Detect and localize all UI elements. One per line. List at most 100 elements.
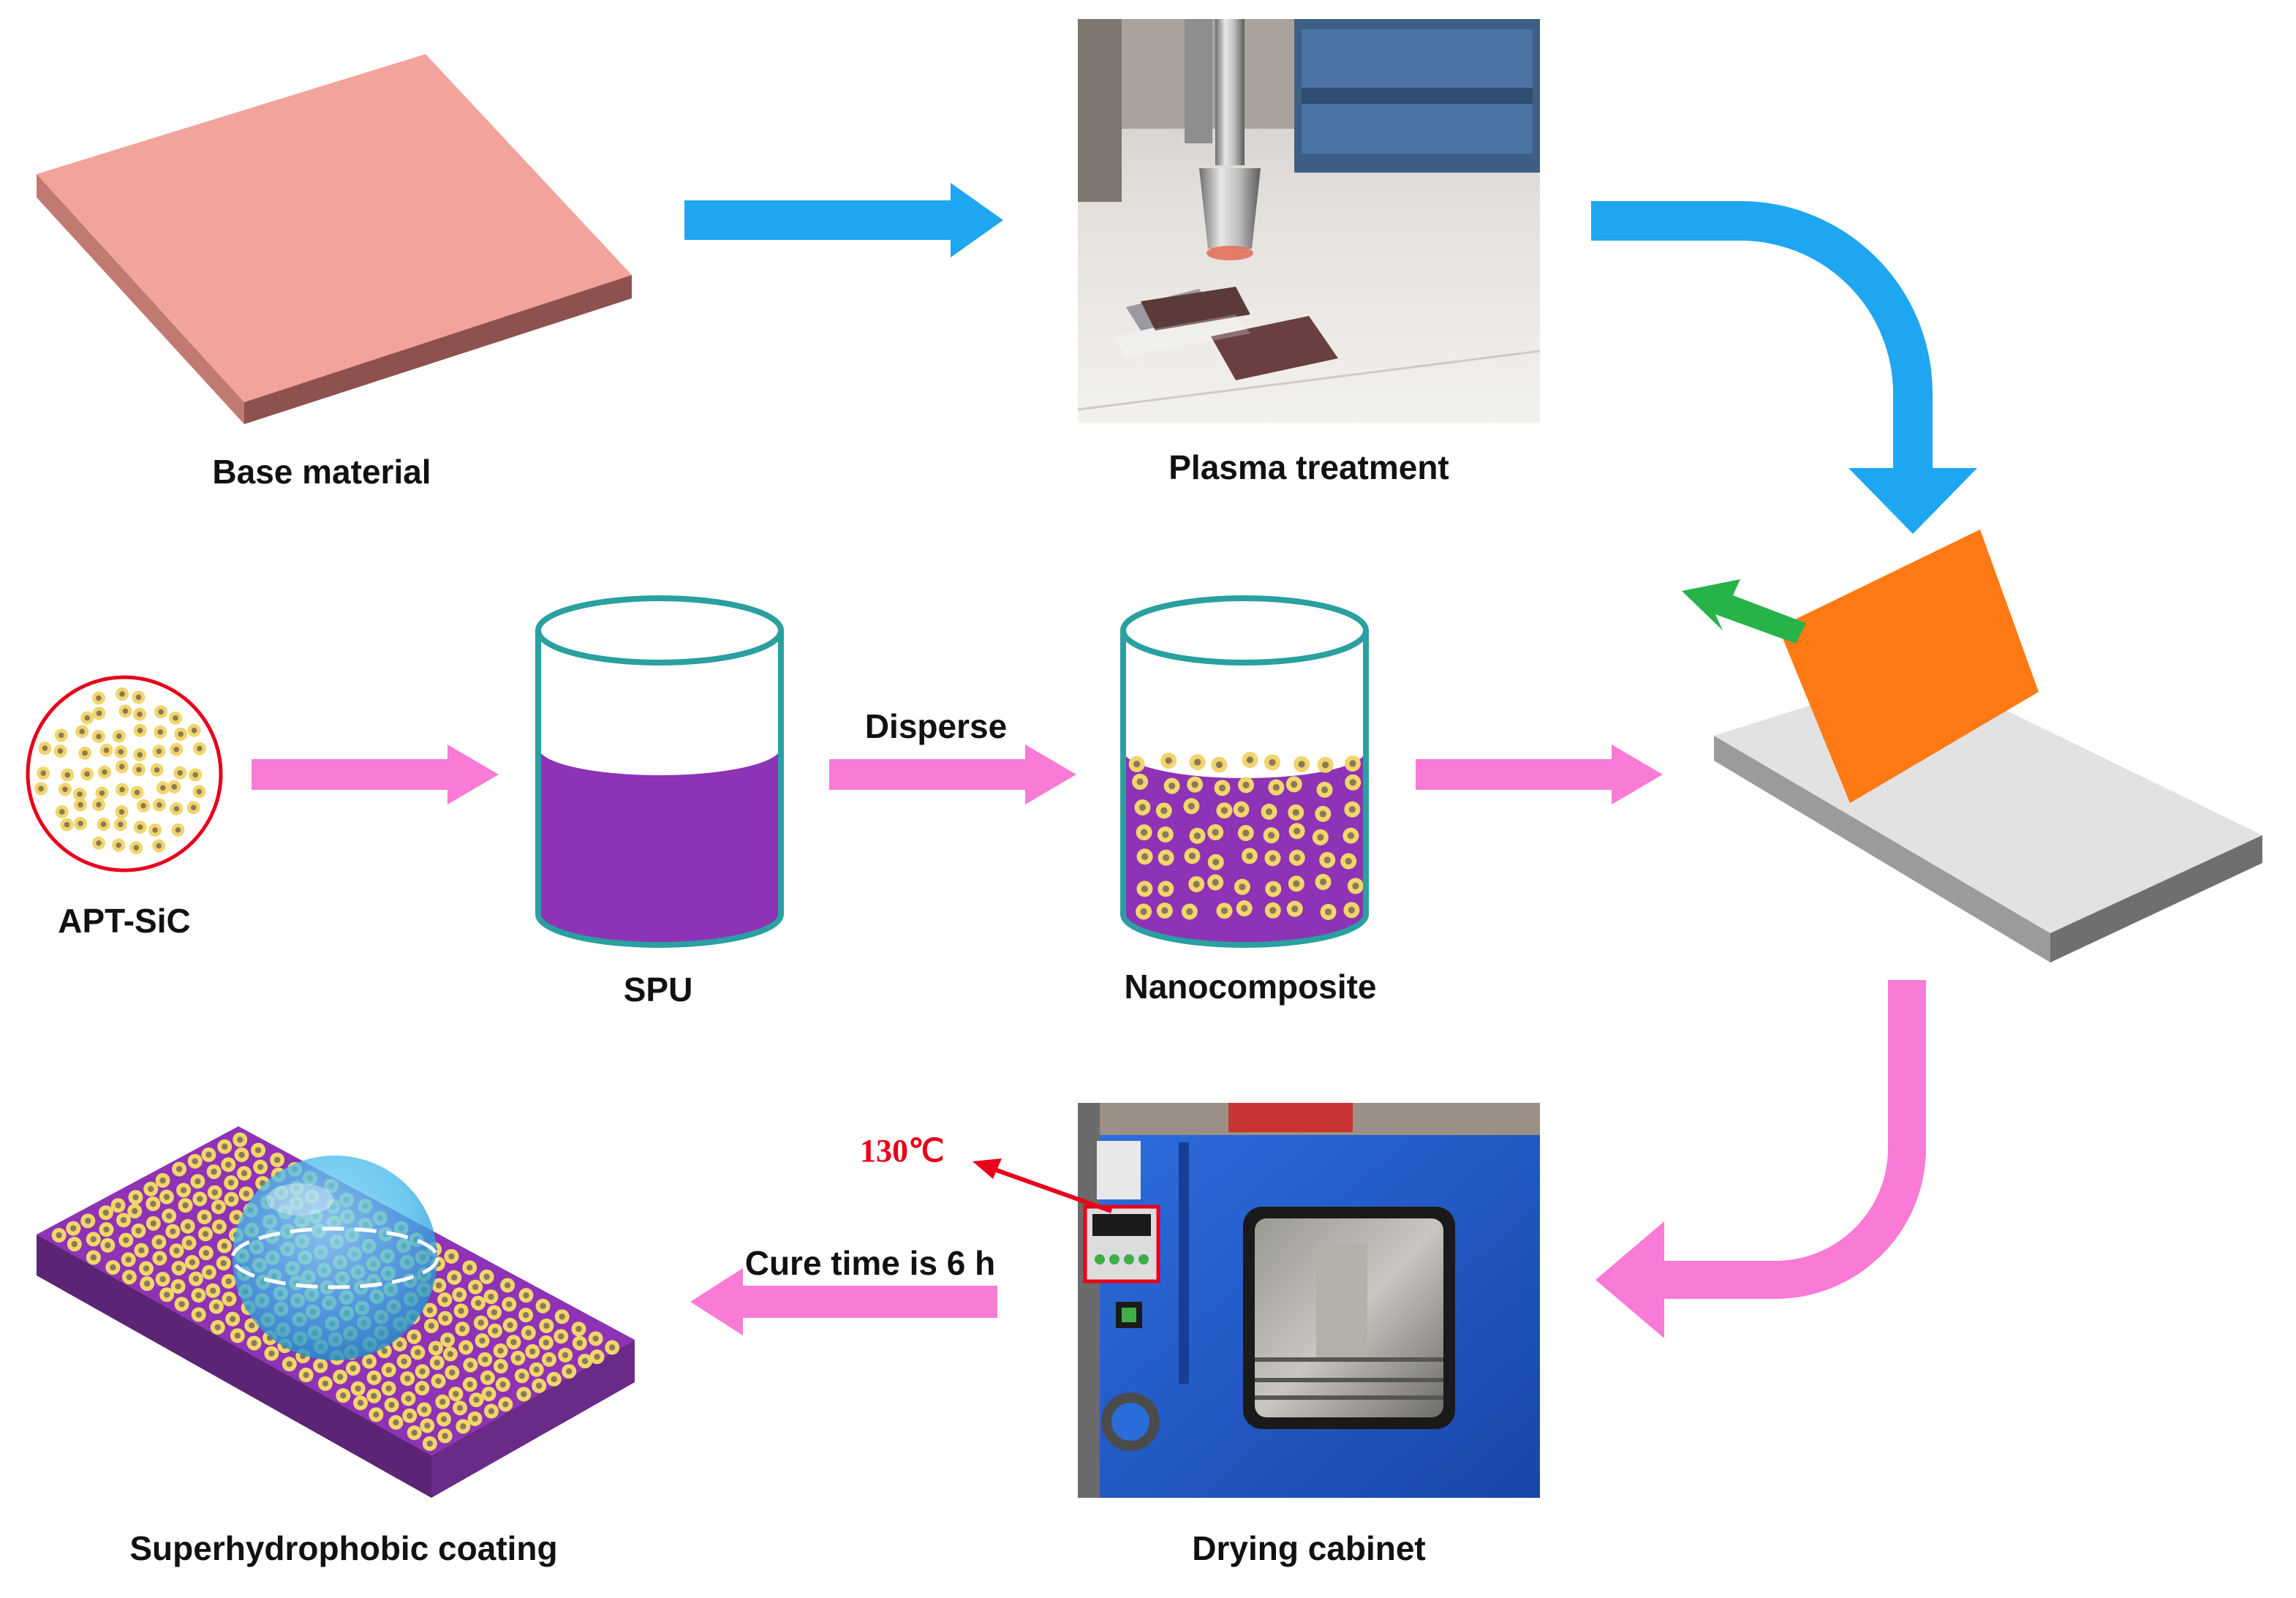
particle bbox=[521, 1325, 536, 1341]
particle bbox=[221, 1274, 236, 1289]
particle bbox=[1188, 875, 1205, 892]
particle bbox=[535, 1298, 551, 1314]
particle bbox=[192, 742, 206, 755]
particle bbox=[396, 1354, 412, 1369]
particle bbox=[437, 1292, 453, 1308]
particle bbox=[55, 804, 69, 818]
particle bbox=[1236, 900, 1253, 917]
particle bbox=[473, 1315, 488, 1330]
particle bbox=[198, 1245, 214, 1261]
particle bbox=[58, 783, 72, 796]
particle bbox=[470, 1295, 486, 1311]
particle bbox=[1316, 781, 1333, 798]
pink-arrow-cure bbox=[690, 1268, 997, 1335]
particle bbox=[415, 1381, 430, 1396]
particle bbox=[562, 1364, 577, 1379]
particle bbox=[435, 1394, 450, 1409]
particle bbox=[174, 727, 188, 741]
particle bbox=[298, 1368, 314, 1383]
particle bbox=[605, 1340, 620, 1355]
particle bbox=[129, 841, 143, 855]
particle bbox=[118, 1232, 134, 1248]
particle bbox=[165, 1224, 181, 1239]
particle bbox=[440, 1333, 456, 1348]
particle bbox=[423, 1318, 439, 1333]
particle bbox=[514, 1368, 529, 1384]
particle bbox=[130, 785, 144, 799]
particle bbox=[162, 1208, 177, 1224]
particle bbox=[445, 1365, 460, 1380]
particle bbox=[529, 1362, 544, 1377]
particle bbox=[452, 1287, 467, 1303]
particle bbox=[1184, 848, 1201, 864]
particle bbox=[132, 690, 146, 704]
particle bbox=[221, 1157, 236, 1172]
particle bbox=[170, 742, 184, 756]
particle bbox=[143, 1181, 159, 1196]
particle bbox=[1136, 881, 1153, 897]
particle bbox=[1155, 802, 1172, 819]
particle bbox=[184, 1255, 200, 1270]
apt-sic-particle-circle bbox=[26, 675, 223, 873]
label-plasma-treatment: Plasma treatment bbox=[1168, 448, 1449, 486]
particle bbox=[350, 1381, 366, 1396]
particle bbox=[1183, 798, 1200, 815]
particle bbox=[525, 1343, 540, 1359]
particle bbox=[133, 707, 147, 721]
particle bbox=[456, 1419, 471, 1434]
particle bbox=[1134, 799, 1151, 816]
particle bbox=[1319, 851, 1336, 868]
particle bbox=[407, 1329, 422, 1344]
particle bbox=[115, 760, 129, 774]
particle bbox=[234, 1147, 249, 1163]
particle bbox=[415, 1364, 430, 1379]
particle bbox=[38, 742, 52, 755]
particle bbox=[1234, 878, 1250, 895]
nanocomposite-beaker bbox=[1120, 595, 1369, 948]
particle bbox=[191, 1307, 206, 1322]
particle bbox=[480, 1370, 495, 1385]
pink-arrow-2 bbox=[829, 745, 1076, 804]
particle bbox=[121, 1270, 137, 1285]
particle bbox=[133, 723, 147, 737]
particle bbox=[1216, 902, 1233, 919]
particle bbox=[181, 1235, 197, 1251]
particle bbox=[317, 1376, 333, 1391]
particle bbox=[176, 1183, 192, 1198]
particle bbox=[500, 1278, 516, 1293]
particle bbox=[1288, 875, 1304, 892]
particle bbox=[1136, 824, 1152, 841]
particle bbox=[150, 763, 164, 777]
particle bbox=[225, 1311, 241, 1327]
particle bbox=[498, 1397, 513, 1412]
particle bbox=[1238, 777, 1255, 794]
particle bbox=[1347, 878, 1364, 894]
particle bbox=[237, 1166, 252, 1181]
particle bbox=[554, 1309, 570, 1324]
particle bbox=[369, 1407, 384, 1422]
particle bbox=[483, 1403, 499, 1419]
plasma-treatment-photo bbox=[1077, 19, 1541, 423]
particle bbox=[558, 1347, 573, 1363]
label-apt-sic: APT-SiC bbox=[58, 902, 191, 940]
particle bbox=[402, 1408, 418, 1423]
particle bbox=[133, 820, 147, 834]
particle bbox=[1156, 902, 1173, 919]
particle bbox=[152, 839, 166, 853]
particle bbox=[198, 1226, 214, 1242]
particle bbox=[1288, 823, 1305, 840]
particle bbox=[80, 767, 94, 781]
particle bbox=[80, 1213, 96, 1229]
particle bbox=[264, 1346, 279, 1361]
particle bbox=[1132, 773, 1149, 790]
particle bbox=[1288, 849, 1305, 866]
particle bbox=[1288, 804, 1304, 821]
temperature-callout-arrow bbox=[973, 1158, 1113, 1213]
particle bbox=[428, 1341, 443, 1356]
particle bbox=[541, 1352, 556, 1367]
particle bbox=[146, 1216, 161, 1231]
particle bbox=[73, 787, 87, 801]
particle bbox=[169, 711, 183, 725]
particle bbox=[131, 1223, 146, 1238]
